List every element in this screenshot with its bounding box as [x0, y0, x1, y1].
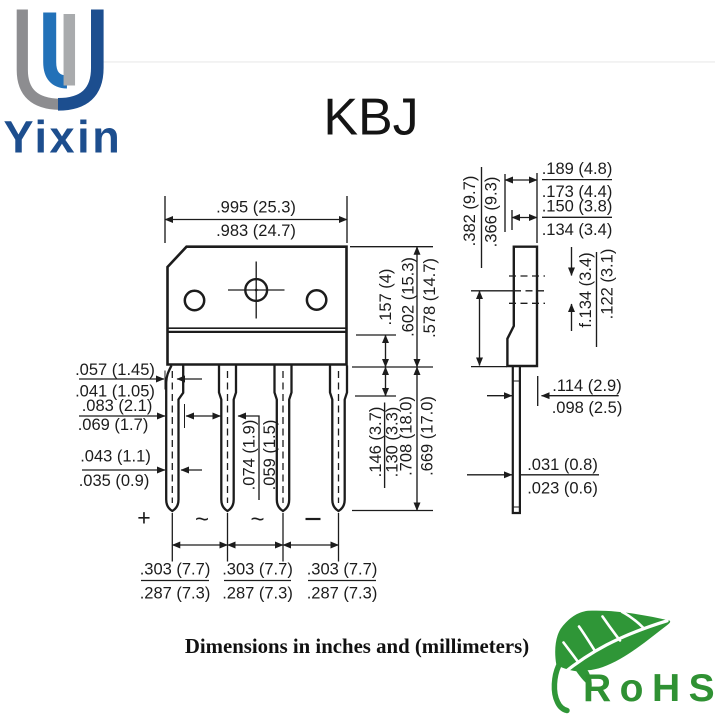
svg-text:.134 (3.4): .134 (3.4)	[542, 221, 613, 239]
svg-text:.303 (7.7): .303 (7.7)	[307, 561, 378, 579]
svg-text:.114 (2.9): .114 (2.9)	[552, 377, 621, 395]
svg-text:.098 (2.5): .098 (2.5)	[552, 399, 623, 417]
svg-text:Yixin: Yixin	[4, 112, 123, 163]
svg-text:.303 (7.7): .303 (7.7)	[222, 561, 293, 579]
svg-text:RoHS: RoHS	[583, 667, 715, 710]
svg-text:.366 (9.3): .366 (9.3)	[483, 177, 501, 248]
svg-text:.122 (3.1): .122 (3.1)	[599, 249, 617, 320]
svg-text:KBJ: KBJ	[323, 89, 418, 147]
svg-text:.146 (3.7): .146 (3.7)	[367, 407, 385, 478]
svg-text:.578 (14.7): .578 (14.7)	[421, 258, 439, 338]
svg-text:.157 (4): .157 (4)	[377, 269, 395, 326]
svg-text:.303 (7.7): .303 (7.7)	[140, 561, 211, 579]
svg-text:f.134 (3.4): f.134 (3.4)	[577, 252, 595, 327]
svg-text:.059 (1.5): .059 (1.5)	[261, 420, 279, 491]
svg-text:.983 (24.7): .983 (24.7)	[216, 222, 296, 240]
svg-text:.150 (3.8): .150 (3.8)	[542, 198, 613, 216]
svg-text:.602 (15.3): .602 (15.3)	[400, 257, 418, 337]
svg-text:.287 (7.3): .287 (7.3)	[140, 585, 211, 603]
svg-text:.057 (1.45): .057 (1.45)	[75, 361, 155, 379]
svg-text:.023 (0.6): .023 (0.6)	[527, 480, 598, 498]
svg-text:.043 (1.1): .043 (1.1)	[80, 448, 151, 466]
svg-text:.035 (0.9): .035 (0.9)	[79, 472, 150, 490]
svg-text:.287 (7.3): .287 (7.3)	[222, 585, 293, 603]
svg-text:.382 (9.7): .382 (9.7)	[461, 176, 479, 247]
svg-text:.995 (25.3): .995 (25.3)	[216, 199, 296, 217]
svg-text:.287 (7.3): .287 (7.3)	[307, 585, 378, 603]
svg-text:.189 (4.8): .189 (4.8)	[542, 160, 613, 178]
svg-text:.708 (18.0): .708 (18.0)	[398, 396, 416, 476]
svg-text:.069 (1.7): .069 (1.7)	[78, 416, 149, 434]
svg-text:.083 (2.1): .083 (2.1)	[82, 397, 153, 415]
svg-text:.669 (17.0): .669 (17.0)	[419, 396, 437, 476]
svg-text:.074 (1.9): .074 (1.9)	[241, 420, 259, 491]
svg-text:~: ~	[195, 506, 209, 533]
svg-text:.173 (4.4): .173 (4.4)	[542, 183, 613, 201]
svg-text:.031 (0.8): .031 (0.8)	[527, 456, 598, 474]
svg-text:.041 (1.05): .041 (1.05)	[75, 383, 155, 401]
svg-text:Dimensions in inches and (mill: Dimensions in inches and (millimeters)	[185, 635, 529, 658]
svg-text:+: +	[137, 505, 150, 531]
svg-text:~: ~	[250, 506, 264, 533]
svg-text:.130 (3.3): .130 (3.3)	[384, 407, 402, 478]
